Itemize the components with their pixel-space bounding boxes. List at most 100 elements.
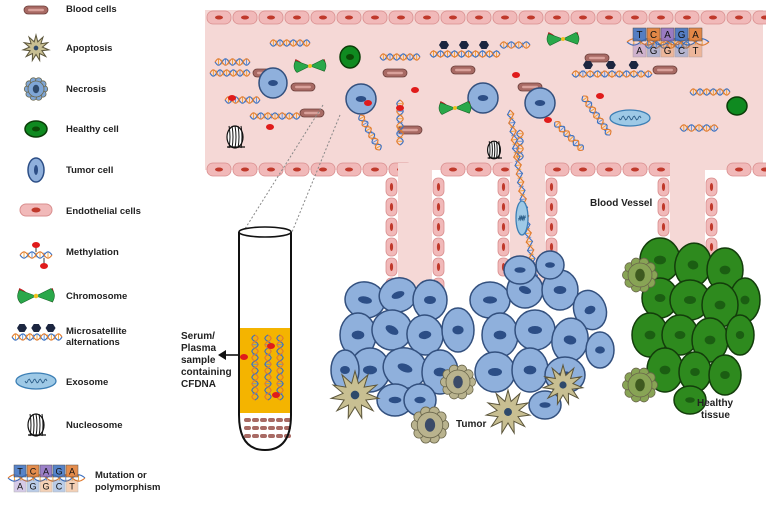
base-box [39,479,53,493]
endothelial-cell [570,10,596,25]
tumor-cell [503,255,537,285]
endothelial-cell [362,162,388,177]
tumor-cell [474,351,516,393]
legend-label-nucleosome: Nucleosome [66,420,123,431]
endothelial-cell [622,162,648,177]
zoom-line [291,114,341,233]
tube-rim [238,226,292,238]
base-box [13,464,27,478]
endothelial-cell [648,10,674,25]
healthy-cell [691,317,729,363]
base-box [39,464,53,478]
endothelial-cell [648,162,674,177]
endothelial-cell-icon [19,203,53,217]
sample-label-line1: Serum/ [181,331,215,342]
endothelial-cell [497,197,510,217]
tumor-cell [371,309,413,351]
microsatellite-icon [11,324,63,341]
endothelial-cell [596,10,622,25]
endothelial-cell [232,10,258,25]
chromosome [293,59,327,73]
base-letter: T [69,481,75,491]
methyl-group [512,72,520,78]
tumor-label: Tumor [456,419,487,430]
endothelial-cell [752,162,766,177]
tumor-mass [329,250,615,444]
endothelial-cell [497,217,510,237]
healthy-cell [725,314,755,356]
endothelial-cell [432,257,445,277]
base-letter: A [692,30,699,41]
endothelial-cell [385,237,398,257]
apoptosis-cell [541,363,585,407]
base-box [674,27,689,42]
blood-vessel-label: Blood Vessel [590,198,653,209]
nucleosome-icon [27,413,46,437]
tumor-cell-icon [27,157,45,183]
healthy-cell [669,279,711,321]
methyl-group [411,87,419,93]
exosome [15,372,57,390]
legend-label-healthy-cell: Healthy cell [66,124,119,135]
endothelial-cell [544,162,570,177]
nucleosome [487,140,502,160]
tumor-cell [528,390,562,420]
sediment-cell [268,426,275,430]
endothelial-cell [657,197,670,217]
base-letter: T [17,466,23,476]
base-letter: C [650,30,657,41]
sediment-cell [276,426,283,430]
healthy-tissue-label-line2: tissue [701,410,730,421]
vessel-branch [385,163,445,297]
dna-strand [554,121,584,151]
zoom-line [242,104,324,233]
base-box [674,43,689,58]
base-box [646,43,661,58]
chromosome [546,32,580,46]
sample-label-line4: containing [181,367,232,378]
endothelial-cell [432,197,445,217]
base-letter: G [678,30,686,41]
methyl-group [596,93,604,99]
blood-cell-icon [652,65,678,75]
endothelial-cell [206,162,232,177]
dna-strand [214,58,251,66]
endothelial-cell [705,177,718,197]
endothelial-cell [258,10,284,25]
endothelial-cell [674,10,700,25]
base-box [65,479,79,493]
methyl-group [240,354,248,360]
endothelial-cell [284,162,310,177]
base-box [688,43,703,58]
tumor-cell [339,312,377,358]
tumor-cell [467,82,499,114]
dna-strand [249,112,301,120]
tumor-cell [412,279,448,321]
base-box [688,27,703,42]
methyl-group [32,242,40,248]
endothelial-cell [385,177,398,197]
base-box [646,27,661,42]
methyl-group [40,263,48,269]
endothelial-cell [206,10,232,25]
methyl-group [396,105,404,111]
legend-label-apoptosis: Apoptosis [66,43,113,54]
tumor-cell [524,87,556,119]
methyl-group [266,124,274,130]
endothelial-cell [705,197,718,217]
sample-label-line2: Plasma [181,343,217,354]
endothelial-cell [385,217,398,237]
legend-label-mutation-line2: polymorphism [95,482,161,493]
dna-strand [689,88,731,96]
base-letter: G [42,481,49,491]
apoptosis-cell [329,369,381,420]
endothelial-cell [622,10,648,25]
sediment-cell [276,434,283,438]
tumor-cell [406,314,444,356]
base-letter: A [17,481,24,491]
